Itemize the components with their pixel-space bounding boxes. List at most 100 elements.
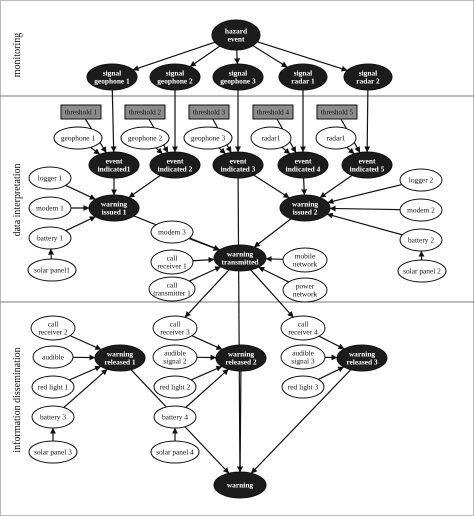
edge-mod3-to-wt — [188, 237, 220, 251]
node-label-rl2-0: red light 2 — [160, 383, 191, 392]
node-th3: threshold 3 — [188, 104, 230, 120]
node-shape-as2 — [152, 344, 198, 370]
node-sol2: solar panel 2 — [397, 259, 447, 283]
node-shape-sr2 — [343, 63, 393, 91]
edge-sg1-to-e1 — [110, 89, 117, 153]
edge-cr4-to-wr3 — [318, 335, 345, 350]
node-label-cr3-0: call — [170, 320, 181, 329]
node-shape-mod3 — [150, 220, 194, 244]
node-label-wi1-1: issued 1 — [102, 208, 127, 217]
node-label-wr1-1: released 1 — [104, 358, 136, 367]
edge-ct1-to-wt — [189, 266, 222, 282]
node-label-th5-0: threshold 5 — [321, 109, 354, 117]
node-shape-ct1 — [148, 276, 196, 302]
node-shape-th5 — [316, 104, 358, 120]
edge-g2-to-e2 — [155, 147, 163, 155]
node-label-bat2-0: battery 2 — [408, 236, 434, 245]
node-shape-sr1 — [278, 63, 328, 91]
node-th5: threshold 5 — [316, 104, 358, 120]
node-label-sg1-0: signal — [103, 69, 121, 78]
edge-hazard-to-sg1 — [132, 41, 216, 71]
node-shape-rl1 — [31, 375, 75, 399]
edge-r2-to-e5 — [346, 146, 355, 155]
node-sol3: solar panel 3 — [28, 440, 78, 464]
node-label-ct1-1: transmitter 1 — [153, 289, 191, 298]
node-shape-rl3 — [281, 375, 325, 399]
node-rl3: red light 3 — [281, 375, 325, 399]
node-label-ct1-0: call — [167, 281, 178, 290]
node-shape-r1 — [250, 126, 292, 150]
edge-e2-to-wi1 — [128, 174, 161, 199]
node-shape-wi1 — [88, 194, 140, 222]
node-shape-bat3 — [31, 405, 75, 429]
node-label-log2-0: logger 2 — [409, 176, 434, 185]
node-mod2: modem 2 — [399, 198, 443, 222]
edge-mod2-to-wi2 — [329, 205, 401, 212]
edge-hazard-to-sr1 — [252, 45, 288, 68]
node-shape-e3 — [212, 151, 264, 179]
edge-e3-to-wi2 — [253, 174, 290, 199]
node-label-sol1-0: solar panel1 — [34, 266, 70, 275]
node-th4: threshold 4 — [252, 104, 294, 120]
node-shape-th3 — [188, 104, 230, 120]
edge-bat2-to-wi2 — [326, 212, 403, 236]
node-shape-pow — [282, 277, 328, 303]
edge-wt-to-cr3 — [184, 269, 230, 318]
node-label-sg3-1: geophone 3 — [220, 77, 256, 86]
edge-hazard-to-sg3 — [234, 49, 241, 65]
node-log1: logger 1 — [28, 166, 72, 190]
node-label-e1-1: indicated1 — [98, 165, 131, 174]
node-label-bat4-0: battery 4 — [162, 413, 188, 422]
node-label-rl1-0: red light 1 — [38, 383, 69, 392]
node-shape-log1 — [28, 166, 72, 190]
node-g1: geophone 1 — [53, 126, 103, 150]
lane-label-data-interpretation: data interpretation — [12, 163, 23, 236]
node-label-cr2-0: call — [48, 320, 59, 329]
node-label-sg1-1: geophone 1 — [94, 77, 130, 86]
node-label-cr1-0: call — [167, 254, 178, 263]
node-shape-cr4 — [280, 315, 326, 341]
node-shape-cr2 — [30, 315, 76, 341]
node-bat2: battery 2 — [399, 228, 443, 252]
node-bat1: battery 1 — [28, 226, 72, 250]
node-label-mod2-0: modem 2 — [407, 206, 435, 215]
edge-rl3-to-wr3 — [318, 366, 345, 381]
node-shape-mod2 — [399, 198, 443, 222]
edge-wr3-to-warn — [250, 369, 352, 474]
node-label-cr1-1: receiver 1 — [157, 262, 187, 271]
node-bat4: battery 4 — [153, 405, 197, 429]
node-sol4: solar panel 4 — [150, 440, 200, 464]
node-shape-rl2 — [153, 375, 197, 399]
node-aud: audible — [32, 345, 74, 369]
lane-label-monitoring: monitoring — [12, 33, 23, 77]
node-rl1: red light 1 — [31, 375, 75, 399]
node-g3: geophone 3 — [183, 126, 233, 150]
edge-wi2-to-wt — [253, 218, 292, 248]
node-label-e5-0: event — [359, 157, 376, 166]
node-shape-cr1 — [150, 249, 194, 275]
node-label-r2-0: radar1 — [327, 134, 346, 143]
node-shape-sol3 — [28, 440, 78, 464]
node-label-as3-0: audible — [292, 349, 314, 358]
node-label-e4-1: indicated 4 — [286, 165, 321, 174]
node-label-wi1-0: warning — [101, 200, 128, 209]
node-label-wr2-0: warning — [228, 350, 255, 359]
node-shape-bat4 — [153, 405, 197, 429]
node-shape-sg3 — [212, 63, 264, 91]
node-label-sr2-0: signal — [359, 69, 377, 78]
node-shape-as3 — [280, 344, 326, 370]
node-shape-wr3 — [336, 344, 388, 372]
node-label-cr2-1: receiver 2 — [38, 328, 68, 337]
node-label-cr4-0: call — [298, 320, 309, 329]
node-label-hazard-0: hazard — [225, 27, 248, 36]
